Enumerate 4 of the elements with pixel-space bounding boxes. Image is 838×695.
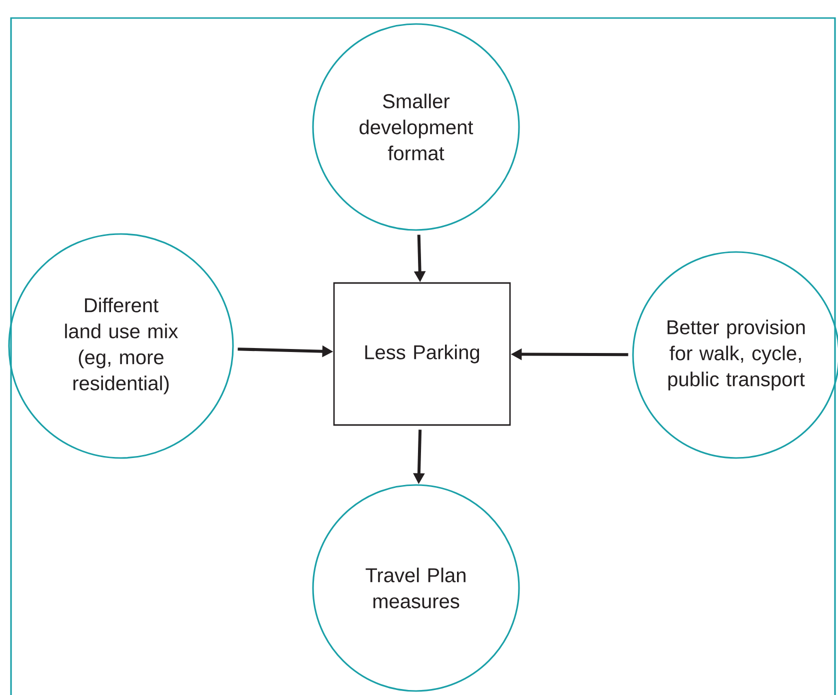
circle-node: Different land use mix (eg, more residential) (8, 233, 234, 459)
process-box: Less Parking (333, 282, 511, 426)
circle-node: Smaller development format (312, 23, 520, 231)
circle-node: Travel Plan measures (312, 484, 520, 692)
